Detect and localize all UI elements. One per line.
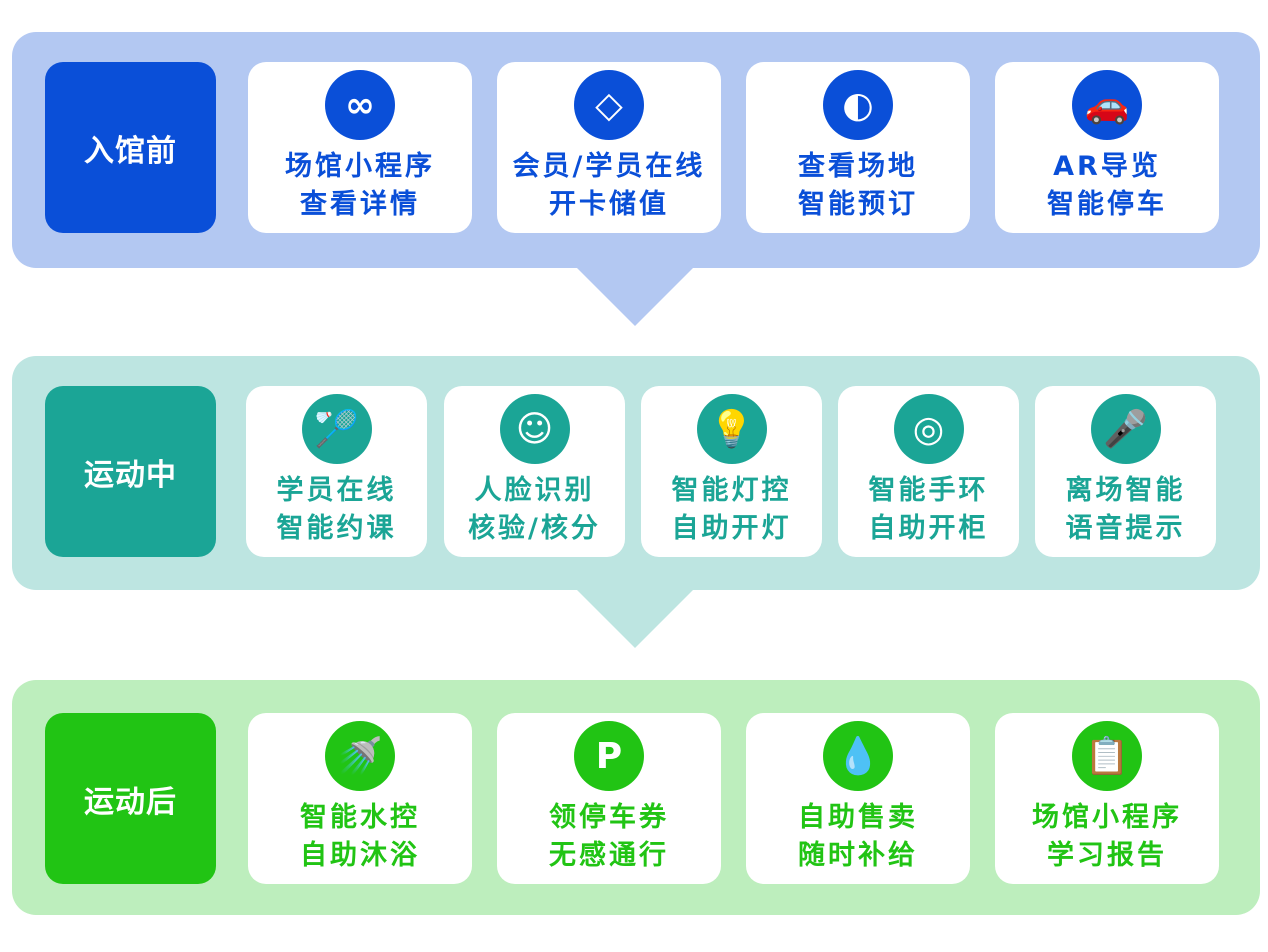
feature-text-line: 查看详情 bbox=[300, 189, 420, 220]
feature-text-line: 会员/学员在线 bbox=[512, 151, 706, 182]
feature-text-line: 智能预订 bbox=[798, 189, 918, 220]
feature-card: ◇ 会员/学员在线开卡储值 bbox=[497, 62, 721, 233]
car-icon: 🚗 bbox=[1072, 70, 1142, 140]
wristband-icon: ◎ bbox=[893, 394, 964, 464]
feature-text-line: 无感通行 bbox=[549, 840, 669, 871]
light-bulb-icon: 💡 bbox=[696, 394, 767, 464]
stage-label: 运动中 bbox=[45, 386, 216, 557]
feature-text-line: 学习报告 bbox=[1047, 840, 1167, 871]
feature-text-line: 智能灯控 bbox=[671, 475, 792, 506]
feature-text-line: 开卡储值 bbox=[549, 189, 669, 220]
feature-card: 💧 自助售卖随时补给 bbox=[746, 713, 970, 884]
diamond-icon: ◇ bbox=[574, 70, 644, 140]
feature-card: P 领停车券无感通行 bbox=[497, 713, 721, 884]
tennis-player-icon: 🏸 bbox=[301, 394, 372, 464]
feature-card: ☺ 人脸识别核验/核分 bbox=[444, 386, 625, 557]
flow-arrow bbox=[577, 590, 693, 648]
mini-program-icon: ∞ bbox=[325, 70, 395, 140]
feature-text-line: 领停车券 bbox=[549, 802, 669, 833]
feature-text-line: 自助售卖 bbox=[798, 802, 918, 833]
feature-text-line: 自助沐浴 bbox=[300, 840, 420, 871]
smiley-face-icon: ☺ bbox=[499, 394, 570, 464]
feature-card: 🏸 学员在线智能约课 bbox=[246, 386, 427, 557]
clipboard-report-icon: 📋 bbox=[1072, 721, 1142, 791]
water-drops-icon: 💧 bbox=[823, 721, 893, 791]
feature-card: 🚿 智能水控自助沐浴 bbox=[248, 713, 472, 884]
feature-card: 📋 场馆小程序学习报告 bbox=[995, 713, 1219, 884]
feature-text-line: 智能约课 bbox=[276, 513, 397, 544]
feature-card: ◎ 智能手环自助开柜 bbox=[838, 386, 1019, 557]
feature-text-line: 查看场地 bbox=[798, 151, 918, 182]
feature-text-line: 自助开灯 bbox=[671, 513, 792, 544]
feature-card: ∞ 场馆小程序查看详情 bbox=[248, 62, 472, 233]
feature-text-line: 学员在线 bbox=[276, 475, 397, 506]
feature-card: ◐ 查看场地智能预订 bbox=[746, 62, 970, 233]
feature-text-line: 场馆小程序 bbox=[285, 151, 435, 182]
feature-text-line: 智能水控 bbox=[300, 802, 420, 833]
feature-card: 💡 智能灯控自助开灯 bbox=[641, 386, 822, 557]
feature-text-line: 自助开柜 bbox=[868, 513, 989, 544]
shower-icon: 🚿 bbox=[325, 721, 395, 791]
tennis-ball-icon: ◐ bbox=[823, 70, 893, 140]
feature-text-line: 核验/核分 bbox=[468, 513, 601, 544]
parking-icon: P bbox=[574, 721, 644, 791]
feature-text-line: 智能停车 bbox=[1047, 189, 1167, 220]
feature-text-line: 智能手环 bbox=[868, 475, 989, 506]
microphone-icon: 🎤 bbox=[1090, 394, 1161, 464]
feature-text-line: 人脸识别 bbox=[474, 475, 595, 506]
feature-text-line: 随时补给 bbox=[798, 840, 918, 871]
feature-card: 🚗 AR导览智能停车 bbox=[995, 62, 1219, 233]
feature-card: 🎤 离场智能语音提示 bbox=[1035, 386, 1216, 557]
feature-text-line: 语音提示 bbox=[1065, 513, 1186, 544]
feature-text-line: 离场智能 bbox=[1065, 475, 1186, 506]
stage-label: 运动后 bbox=[45, 713, 216, 884]
flow-arrow bbox=[577, 268, 693, 326]
stage-label: 入馆前 bbox=[45, 62, 216, 233]
feature-text-line: 场馆小程序 bbox=[1032, 802, 1182, 833]
feature-text-line: AR导览 bbox=[1053, 151, 1161, 182]
